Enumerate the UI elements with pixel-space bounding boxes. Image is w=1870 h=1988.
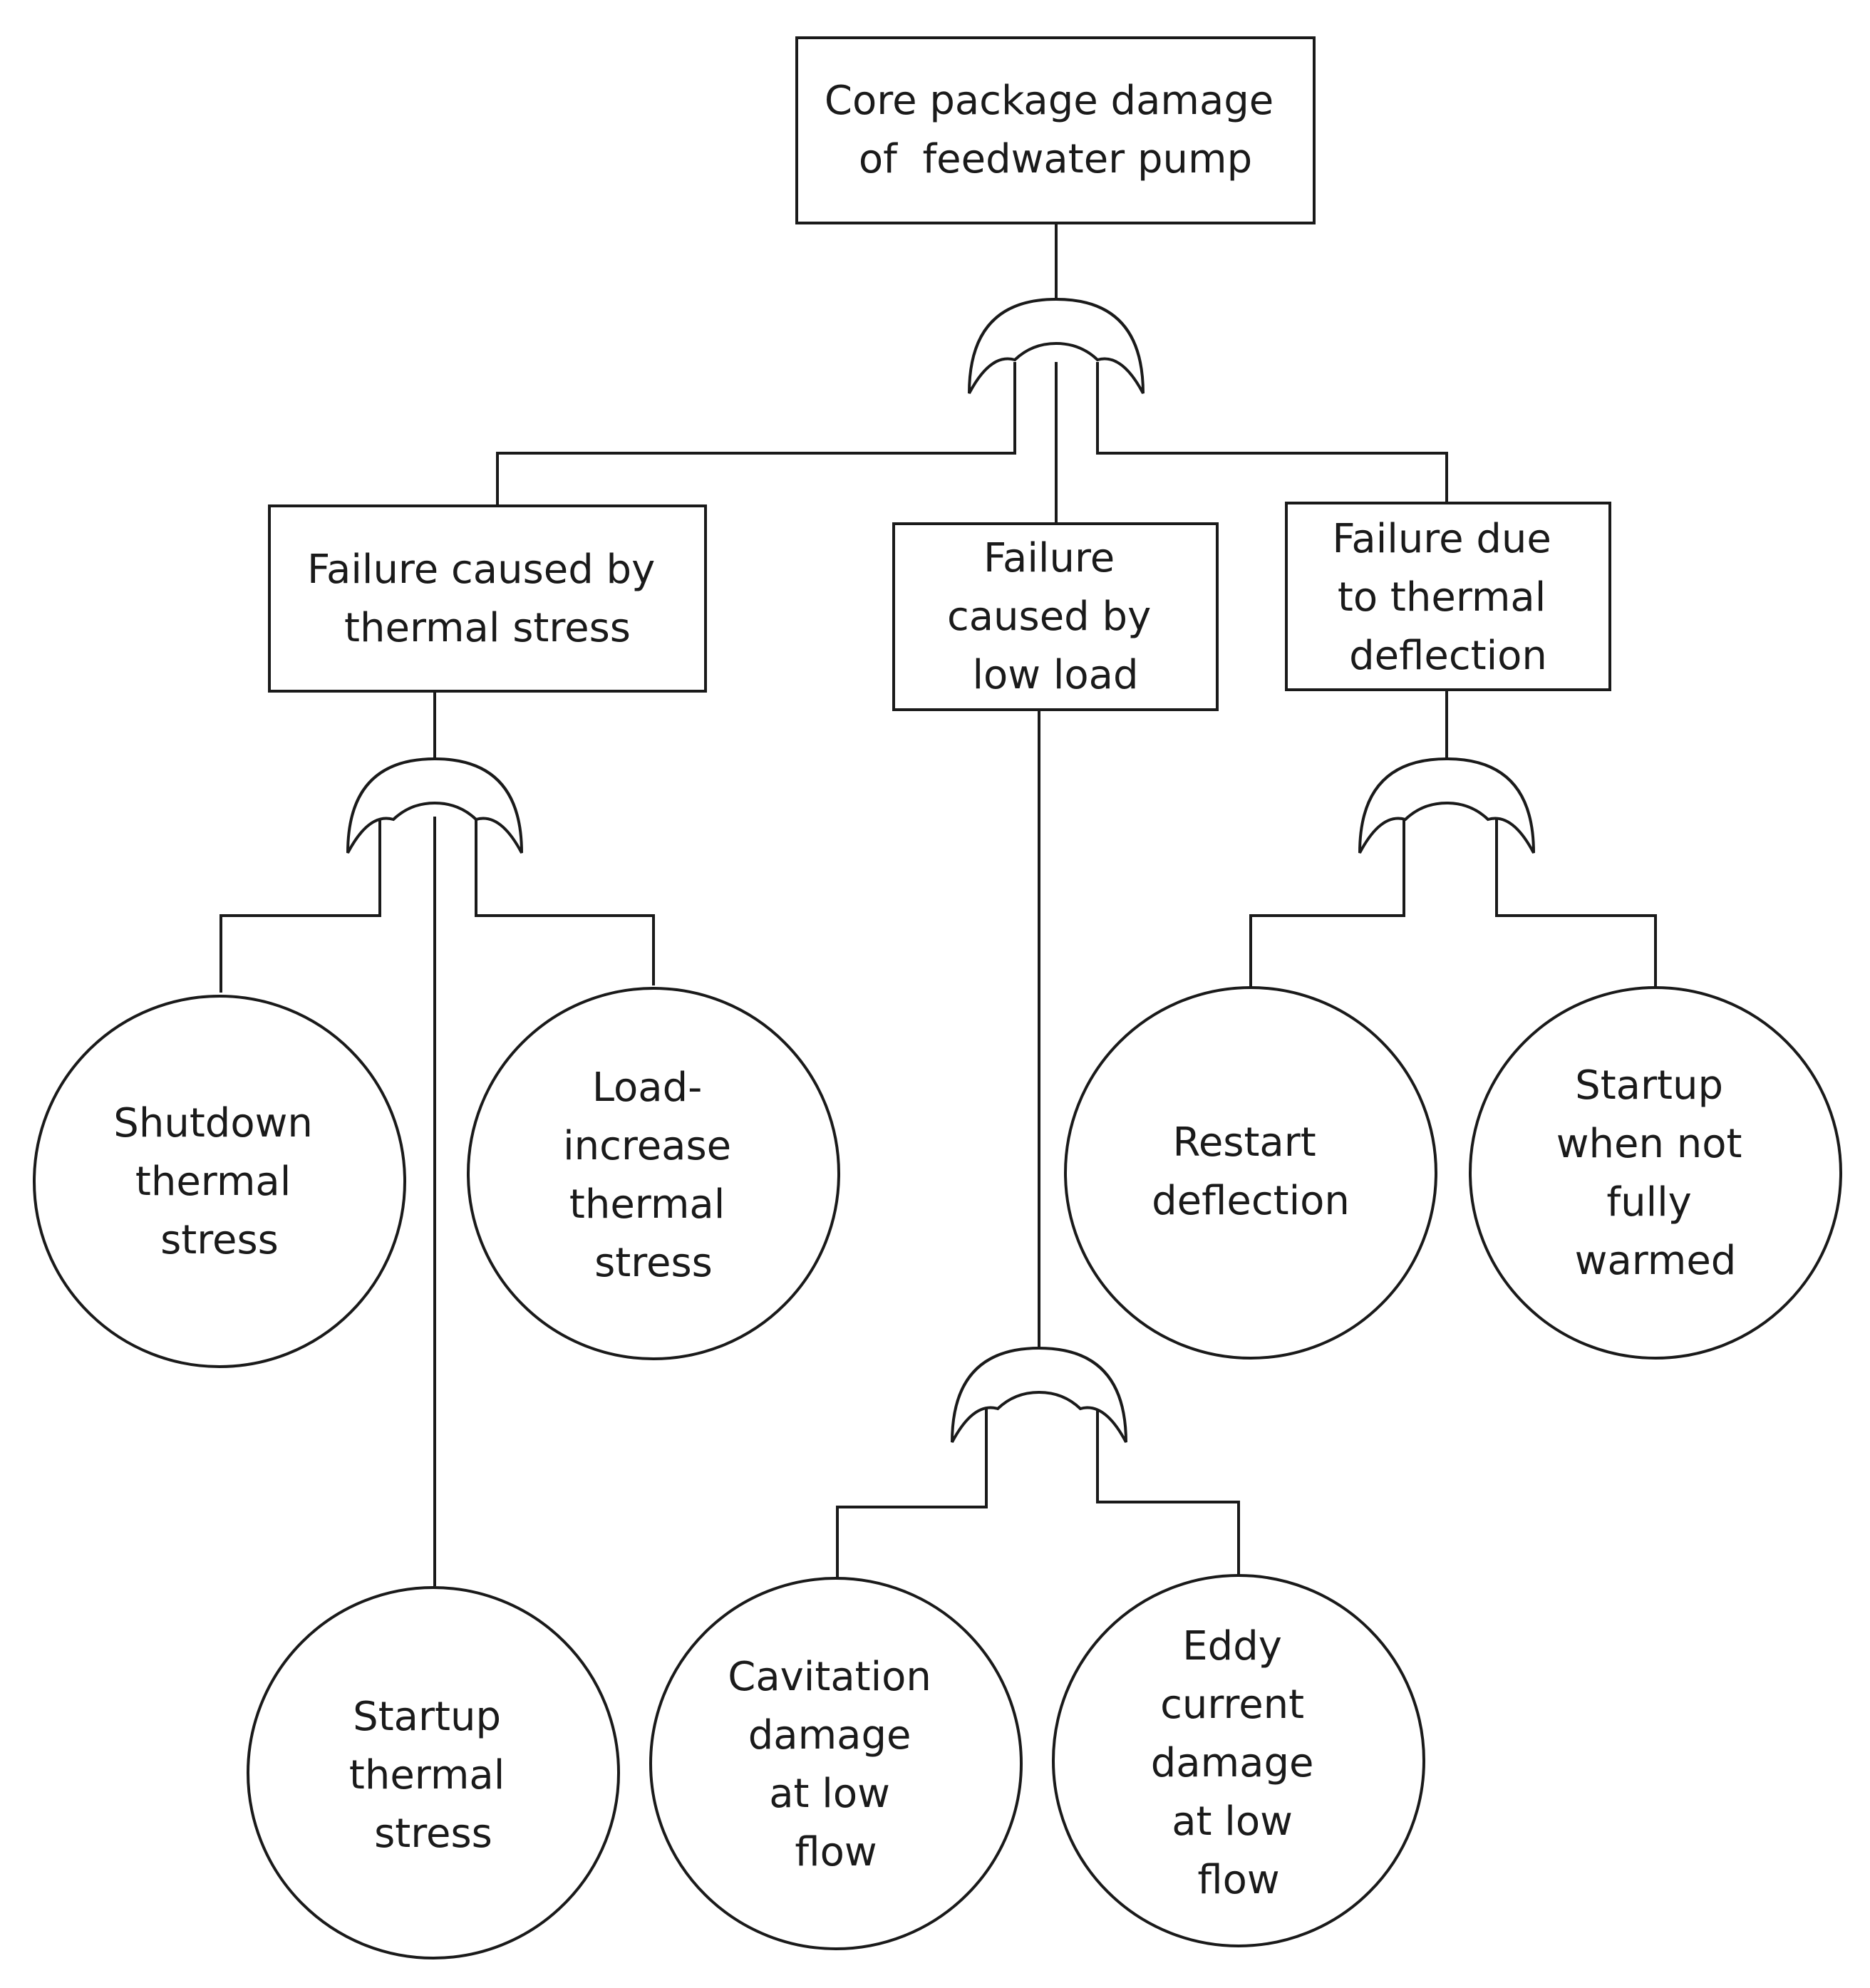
- cavitation-damage-label: Cavitation damage at low flow: [728, 1654, 944, 1875]
- shutdown-thermal-stress-label: Shutdown thermal stress: [113, 1100, 325, 1263]
- eddy-current-damage-circle: [1052, 1574, 1425, 1947]
- startup-thermal-stress-circle: [247, 1586, 620, 1959]
- or-gate-icon: [346, 757, 523, 854]
- startup-not-fully-warmed-circle: [1469, 986, 1842, 1360]
- basic-event-shutdown-thermal-stress: Shutdown thermal stress: [33, 995, 406, 1368]
- or-gates: [346, 297, 1535, 1443]
- connector-gate-to-cavitation: [836, 1399, 988, 1579]
- thermal-deflection-label: Failure due to thermal deflection: [1332, 516, 1564, 679]
- top-event: Core package damage of feedwater pump: [795, 36, 1316, 224]
- thermal-deflection-box: [1285, 502, 1611, 691]
- top-event-label: Core package damage of feedwater pump: [825, 78, 1286, 182]
- shutdown-thermal-stress-circle: [33, 995, 406, 1368]
- restart-deflection-label: Restart deflection: [1152, 1119, 1350, 1224]
- thermal-stress-label: Failure caused by thermal stress: [307, 547, 668, 651]
- thermal-stress-box: [268, 504, 707, 693]
- basic-event-eddy-current-damage: Eddy current damage at low flow: [1052, 1574, 1425, 1947]
- basic-event-load-increase-thermal-stress: Load- increase thermal stress: [467, 987, 840, 1360]
- connector-gate-to-thermal-stress: [496, 362, 1016, 506]
- basic-event-restart-deflection: Restart deflection: [1064, 986, 1437, 1360]
- or-gate-icon: [1358, 757, 1535, 854]
- load-increase-thermal-stress-circle: [467, 987, 840, 1360]
- connector-gate-to-thermal-deflection: [1096, 362, 1448, 503]
- or-gate-icon: [968, 297, 1145, 394]
- top-event-box: [795, 36, 1316, 224]
- connector-gate-to-eddy: [1096, 1399, 1240, 1575]
- basic-event-cavitation-damage: Cavitation damage at low flow: [649, 1577, 1023, 1950]
- connector-gate-to-startup-warmed: [1495, 817, 1657, 988]
- eddy-current-damage-label: Eddy current damage at low flow: [1151, 1623, 1327, 1903]
- intermediate-event-low-load: Failure caused by low load: [892, 522, 1219, 711]
- load-increase-thermal-stress-label: Load- increase thermal stress: [563, 1065, 744, 1286]
- intermediate-event-thermal-deflection: Failure due to thermal deflection: [1285, 502, 1611, 691]
- startup-not-fully-warmed-label: Startup when not fully warmed: [1556, 1062, 1755, 1284]
- restart-deflection-circle: [1064, 986, 1437, 1360]
- cavitation-damage-circle: [649, 1577, 1023, 1950]
- low-load-box: [892, 522, 1219, 711]
- connector-gate-to-load-increase: [475, 817, 655, 985]
- basic-event-startup-thermal-stress: Startup thermal stress: [247, 1586, 620, 1959]
- basic-event-startup-not-fully-warmed: Startup when not fully warmed: [1469, 986, 1842, 1360]
- intermediate-event-thermal-stress: Failure caused by thermal stress: [268, 504, 707, 693]
- or-gate-icon: [951, 1346, 1127, 1443]
- connectors: [219, 223, 1657, 1586]
- startup-thermal-stress-label: Startup thermal stress: [349, 1694, 517, 1857]
- low-load-label: Failure caused by low load: [947, 535, 1164, 698]
- connector-gate-to-restart: [1249, 817, 1405, 988]
- connector-gate-to-shutdown: [219, 817, 381, 993]
